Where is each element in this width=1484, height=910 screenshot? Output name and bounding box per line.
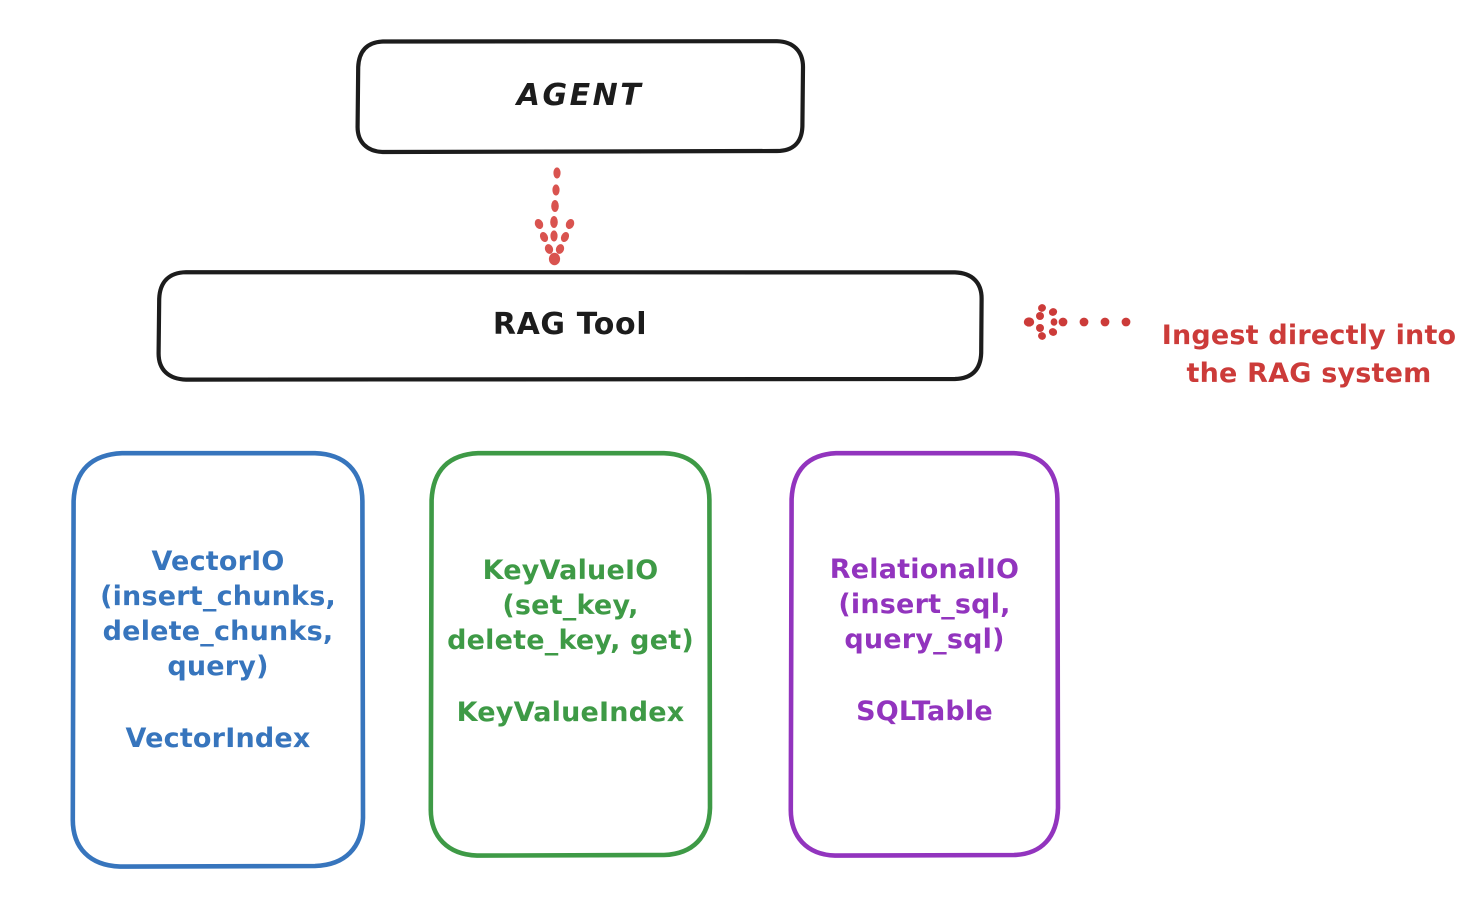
annotation-ingest: Ingest directly into the RAG system: [1144, 280, 1474, 392]
key-value-io-api-label: KeyValueIO (set_key, delete_key, get): [447, 555, 694, 657]
node-agent[interactable]: AGENT: [355, 38, 806, 155]
relational-io-api-label: RelationalIO (insert_sql, query_sql): [829, 554, 1020, 656]
node-key-value-io-text: KeyValueIO (set_key, delete_key, get) Ke…: [447, 518, 694, 791]
edge-ingest-to-rag-tool: [1023, 304, 1131, 340]
node-rag-tool-label: RAG Tool: [492, 307, 648, 343]
vector-io-index-label: VectorIndex: [125, 722, 311, 754]
node-agent-label: AGENT: [516, 78, 644, 114]
node-key-value-io[interactable]: KeyValueIO (set_key, delete_key, get) Ke…: [428, 450, 713, 859]
node-vector-io[interactable]: VectorIO (insert_chunks, delete_chunks, …: [70, 450, 366, 870]
node-vector-io-text: VectorIO (insert_chunks, delete_chunks, …: [100, 509, 336, 811]
vector-io-api-label: VectorIO (insert_chunks, delete_chunks, …: [100, 546, 336, 683]
node-relational-io-text: RelationalIO (insert_sql, query_sql) SQL…: [830, 517, 1019, 792]
node-relational-io[interactable]: RelationalIO (insert_sql, query_sql) SQL…: [788, 450, 1061, 859]
edge-agent-to-rag-tool: [534, 167, 575, 266]
annotation-ingest-text: Ingest directly into the RAG system: [1161, 320, 1457, 389]
node-rag-tool[interactable]: RAG Tool: [156, 269, 984, 382]
key-value-io-index-label: KeyValueIndex: [456, 696, 685, 728]
relational-io-index-label: SQLTable: [856, 695, 993, 727]
